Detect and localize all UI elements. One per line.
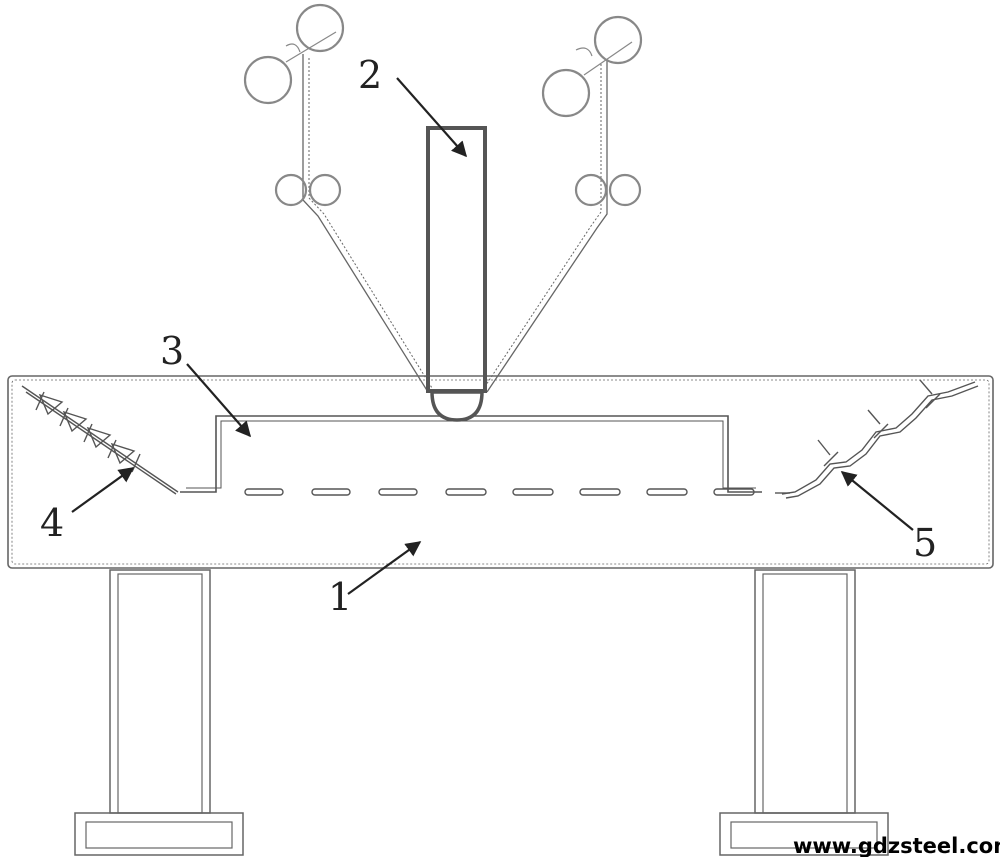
left-upper-roller-top [295, 3, 345, 53]
label-punch: 2 [358, 53, 382, 97]
label-table: 1 [328, 575, 352, 619]
watermark: www.gdzsteel.com [793, 834, 1000, 857]
right-upper-roller-bottom [541, 68, 591, 118]
perforated-strip [244, 488, 790, 496]
right-upper-roller-top [593, 15, 643, 65]
right-lower-roller-a [574, 173, 608, 207]
left-lower-roller-b [308, 173, 342, 207]
right-lower-roller-b [608, 173, 642, 207]
arrow-right-spring [840, 471, 914, 531]
label-left-spring: 4 [40, 501, 64, 545]
punch [426, 126, 487, 422]
left-upper-roller-bottom [243, 55, 293, 105]
leader-arrows [71, 77, 914, 595]
right-leg [719, 569, 889, 856]
table-body [7, 375, 994, 569]
arrow-left-spring [71, 467, 135, 513]
rollers [243, 3, 643, 207]
left-lower-roller-a [274, 173, 308, 207]
label-right-spring: 5 [913, 521, 937, 565]
left-leg [74, 569, 244, 856]
arrow-die-block [186, 363, 252, 438]
right-spring [781, 379, 979, 499]
left-spring [21, 385, 179, 495]
right-sheet [483, 60, 608, 393]
die-block [180, 415, 762, 493]
arrow-table [347, 541, 422, 595]
left-sheet [302, 54, 433, 393]
label-die-block: 3 [160, 329, 184, 373]
arrow-punch [396, 77, 468, 158]
